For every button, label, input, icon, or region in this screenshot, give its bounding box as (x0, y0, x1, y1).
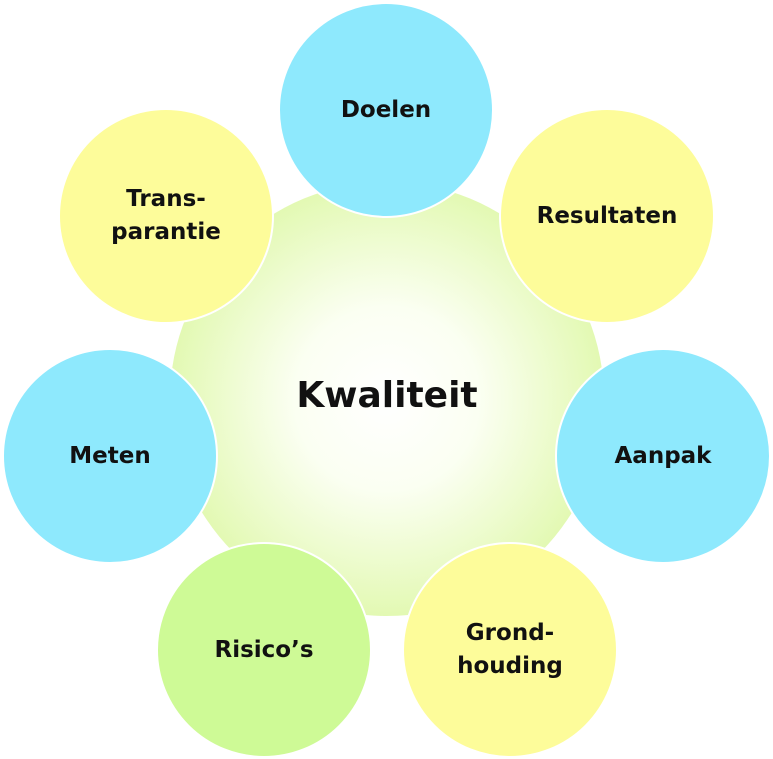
node-label-aanpak: Aanpak (615, 440, 712, 473)
node-label-line: Resultaten (536, 202, 678, 229)
node-label-risicos: Risico’s (214, 634, 313, 667)
node-label-line: Meten (69, 442, 151, 469)
node-label-transparantie: Trans- parantie (111, 183, 221, 249)
node-label-line: Risico’s (214, 636, 314, 663)
node-label-resultaten: Resultaten (537, 200, 678, 233)
node-label-line: parantie (111, 219, 221, 245)
node-meten: Meten (2, 348, 218, 564)
node-grondhouding: Grond- houding (402, 542, 618, 758)
node-label-grondhouding: Grond- houding (457, 617, 563, 683)
node-doelen: Doelen (278, 2, 494, 218)
node-label-meten: Meten (69, 440, 150, 473)
node-label-line: Doelen (340, 96, 432, 123)
node-label-line: Aanpak (614, 442, 712, 469)
node-aanpak: Aanpak (555, 348, 771, 564)
node-risicos: Risico’s (156, 542, 372, 758)
node-label-line: Trans- (126, 186, 206, 212)
node-transparantie: Trans- parantie (58, 108, 274, 324)
node-label-line: Grond- (465, 620, 555, 646)
node-label-line: houding (457, 653, 563, 679)
node-resultaten: Resultaten (499, 108, 715, 324)
node-label-doelen: Doelen (341, 94, 431, 127)
center-label: Kwaliteit (296, 374, 478, 416)
